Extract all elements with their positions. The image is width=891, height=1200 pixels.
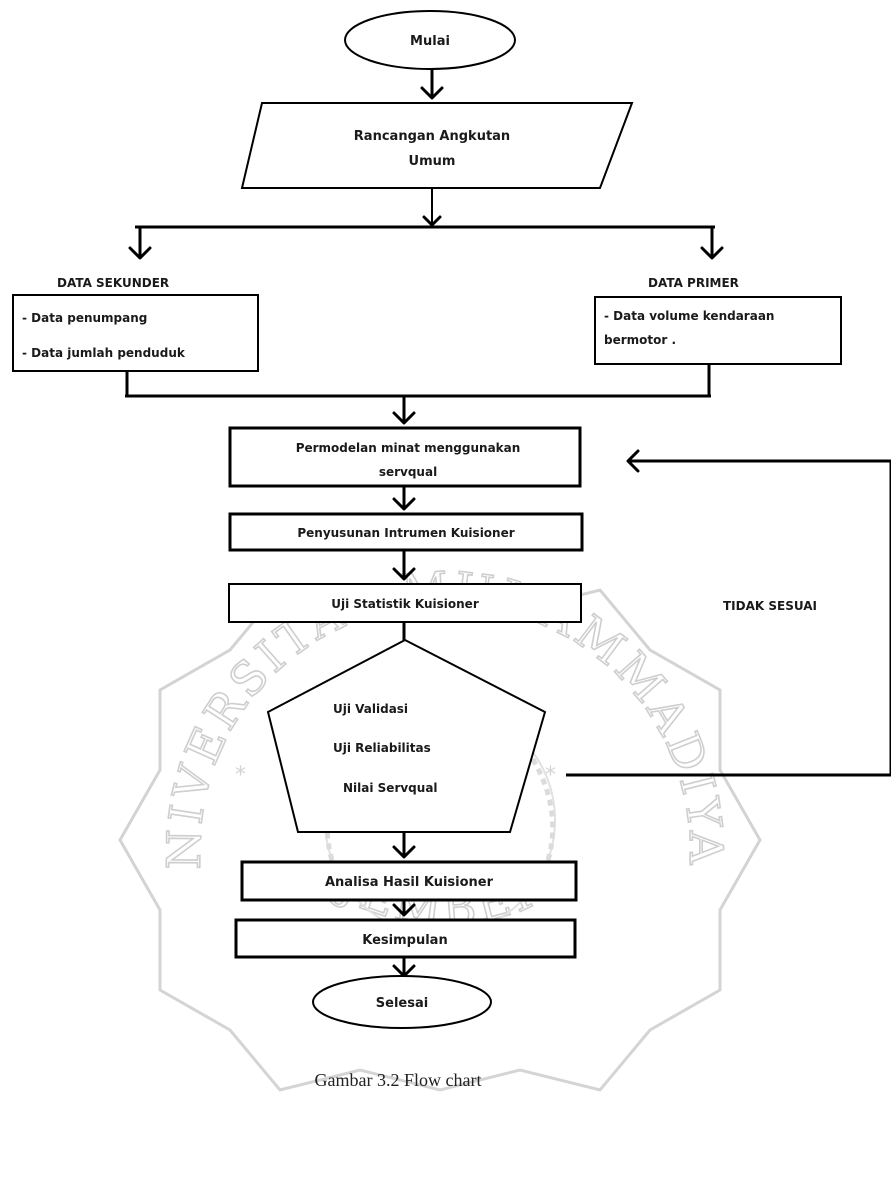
arrow-head-icon: [128, 246, 152, 260]
arrow-head-icon: [700, 246, 724, 260]
start-terminator: [344, 10, 516, 70]
arrow-head-icon: [392, 567, 416, 581]
watermark-star-left-icon: *: [235, 763, 246, 788]
primary-data-box: [594, 296, 842, 365]
conclusion-label: Kesimpulan: [362, 933, 447, 948]
analysis-label: Analisa Hasil Kuisioner: [325, 875, 494, 890]
primary-item: - Data volume kendaraan: [604, 309, 774, 323]
primary-data-title: DATA PRIMER: [648, 276, 739, 290]
arrow-head-icon: [626, 449, 640, 473]
stat-test-label: Uji Statistik Kuisioner: [331, 597, 479, 611]
modeling-label-line-1: Permodelan minat menggunakan: [296, 441, 521, 455]
instrument-box: [228, 512, 584, 552]
analysis-box: [240, 860, 578, 902]
decision-item: Nilai Servqual: [343, 781, 438, 795]
secondary-data-title: DATA SEKUNDER: [57, 276, 169, 290]
start-label: Mulai: [410, 34, 450, 49]
primary-item: bermotor .: [604, 333, 676, 347]
secondary-item: - Data jumlah penduduk: [22, 346, 186, 360]
loop-label: TIDAK SESUAI: [723, 599, 817, 613]
arrow-head-icon: [392, 411, 416, 425]
input-label-line-1: Rancangan Angkutan: [354, 129, 510, 144]
modeling-label-line-2: servqual: [379, 465, 437, 479]
input-label-line-2: Umum: [409, 154, 456, 169]
secondary-item: - Data penumpang: [22, 311, 147, 325]
arrow-head-icon: [422, 215, 442, 227]
watermark-star-right-icon: *: [545, 763, 556, 788]
figure-caption: Gambar 3.2 Flow chart: [315, 1070, 482, 1090]
arrow-head-icon: [392, 903, 416, 917]
modeling-box: [228, 426, 582, 488]
decision-item: Uji Reliabilitas: [333, 741, 431, 755]
arrow-head-icon: [392, 845, 416, 859]
stat-test-box: [228, 583, 582, 623]
arrow-head-icon: [420, 86, 444, 100]
arrow-head-icon: [392, 497, 416, 511]
input-parallelogram: [240, 102, 634, 189]
decision-pentagon: [266, 638, 547, 833]
end-terminator: [312, 975, 492, 1029]
secondary-data-box: [12, 294, 259, 372]
end-label: Selesai: [376, 996, 428, 1011]
decision-item: Uji Validasi: [333, 702, 408, 716]
instrument-label: Penyusunan Intrumen Kuisioner: [297, 526, 514, 540]
